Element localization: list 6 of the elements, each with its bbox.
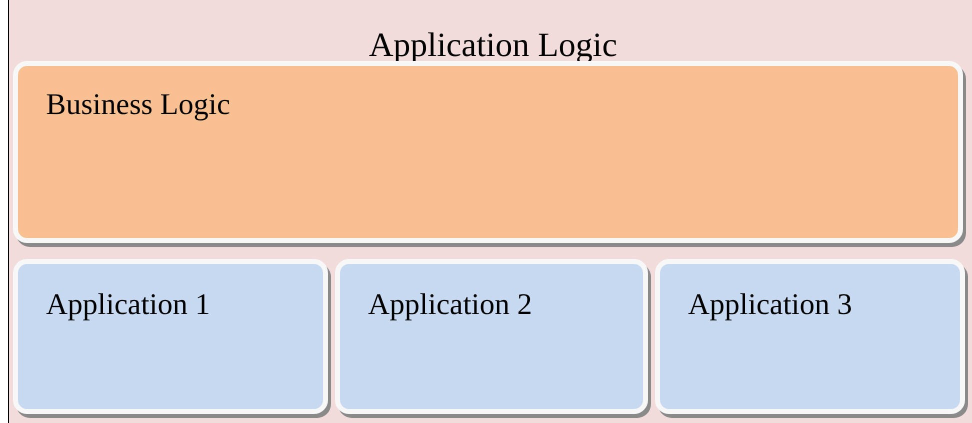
layer-title: Business Logic: [46, 88, 230, 122]
layer-panel: [8, 0, 972, 423]
layer-title: Application Logic: [368, 27, 618, 65]
layer-title: Application 1: [46, 288, 210, 322]
layer-title: Application 2: [368, 288, 532, 322]
layer-title: Application 3: [688, 288, 852, 322]
